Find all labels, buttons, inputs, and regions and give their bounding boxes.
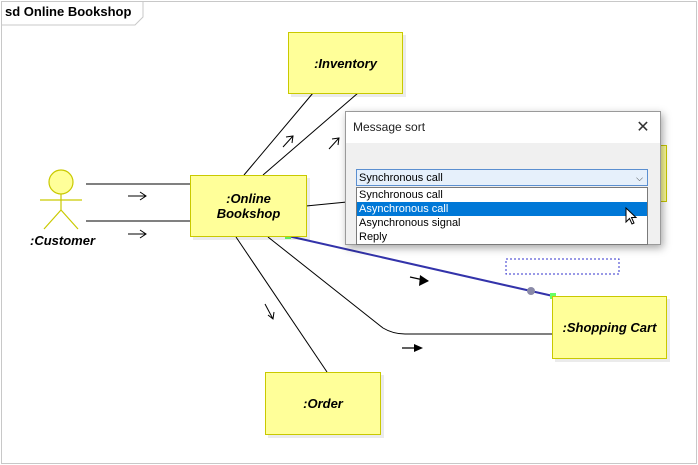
option-reply[interactable]: Reply bbox=[359, 231, 388, 243]
lifeline-shopping-cart[interactable]: :Shopping Cart bbox=[552, 296, 667, 359]
link-bookshop-cart-2[interactable] bbox=[267, 236, 553, 335]
link-bookshop-cart-selected[interactable] bbox=[287, 235, 554, 297]
link-bookshop-right[interactable] bbox=[305, 201, 348, 207]
message-sort-options[interactable]: Synchronous call Asynchronous call Async… bbox=[356, 187, 648, 245]
lifeline-inventory[interactable]: :Inventory bbox=[288, 32, 403, 94]
message-arrow-inventory-1[interactable] bbox=[282, 135, 294, 148]
option-asynchronous-signal[interactable]: Asynchronous signal bbox=[359, 217, 461, 229]
message-arrow-inventory-2[interactable] bbox=[328, 137, 340, 150]
chevron-down-icon[interactable]: ⌵ bbox=[636, 173, 643, 183]
frame-title: sd Online Bookshop bbox=[5, 4, 132, 19]
link-bookshop-inventory-1[interactable] bbox=[243, 92, 314, 176]
message-arrow-cart[interactable] bbox=[402, 344, 423, 352]
message-arrow-customer-2[interactable] bbox=[128, 229, 147, 239]
link-bend-point[interactable] bbox=[527, 287, 535, 295]
message-arrow-order[interactable] bbox=[264, 303, 275, 320]
message-sort-select[interactable]: Synchronous call ⌵ bbox=[356, 169, 648, 186]
message-sort-selected-value: Synchronous call bbox=[359, 172, 443, 184]
option-synchronous-call[interactable]: Synchronous call bbox=[359, 189, 443, 201]
message-arrow-cart-selected[interactable] bbox=[409, 275, 429, 286]
dialog-title: Message sort bbox=[346, 112, 660, 143]
lifeline-order-label: :Order bbox=[303, 396, 343, 411]
customer-actor-icon[interactable] bbox=[40, 169, 82, 230]
close-icon[interactable]: ✕ bbox=[636, 119, 650, 136]
lifeline-shopping-cart-label: :Shopping Cart bbox=[562, 320, 657, 335]
link-bookshop-order[interactable] bbox=[235, 236, 328, 373]
lifeline-hidden-edge[interactable] bbox=[656, 145, 667, 202]
lifeline-order[interactable]: :Order bbox=[265, 372, 381, 435]
link-bookshop-inventory-2[interactable] bbox=[262, 92, 359, 176]
customer-actor-label: :Customer bbox=[30, 233, 96, 248]
lifeline-inventory-label: :Inventory bbox=[314, 55, 377, 71]
lifeline-online-bookshop-label: :Online Bookshop bbox=[216, 191, 281, 221]
option-asynchronous-call[interactable]: Asynchronous call bbox=[357, 202, 647, 216]
mouse-cursor-icon bbox=[625, 207, 638, 225]
frame-tab-outline bbox=[1, 1, 144, 26]
message-arrow-customer-1[interactable] bbox=[128, 191, 147, 201]
lifeline-online-bookshop[interactable]: :Online Bookshop bbox=[190, 175, 307, 237]
message-sort-dialog: Message sort ✕ Synchronous call ⌵ Synchr… bbox=[345, 111, 661, 245]
message-label-placeholder[interactable] bbox=[505, 258, 620, 275]
